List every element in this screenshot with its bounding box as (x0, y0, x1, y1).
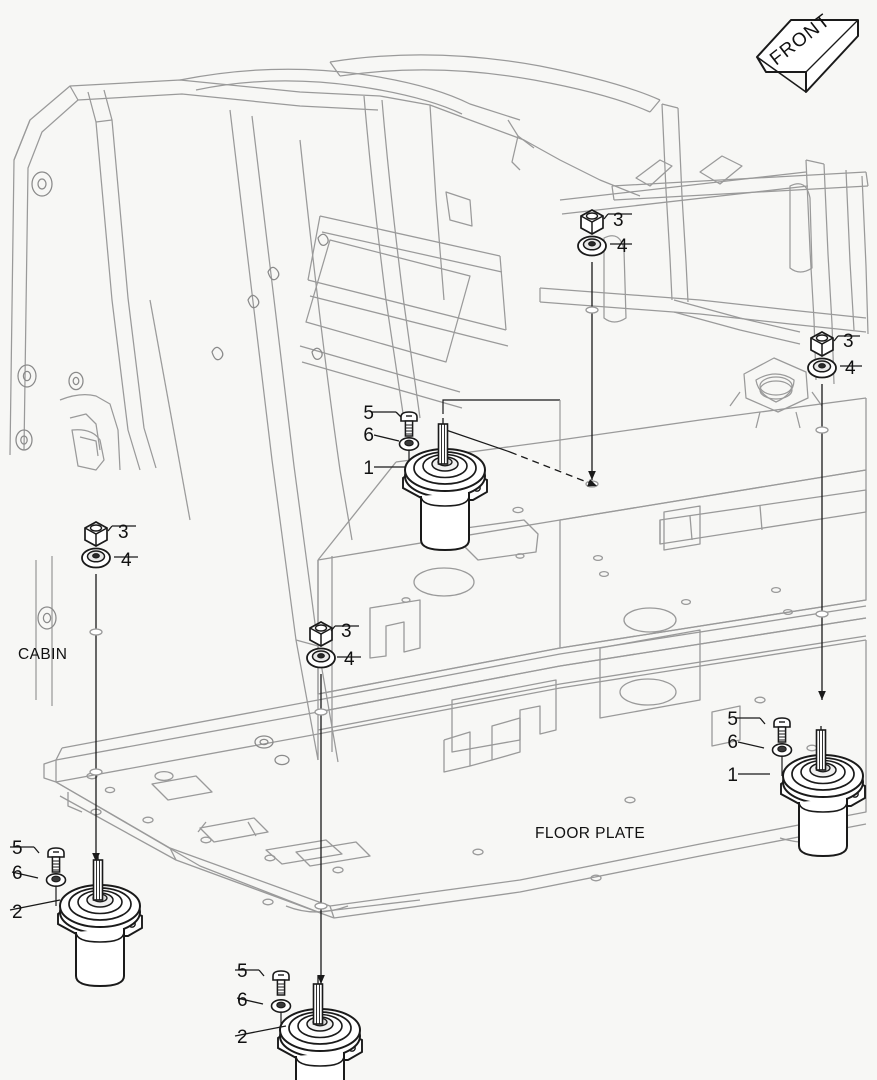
callout-number: 5 (237, 961, 248, 982)
cabin-label: CABIN (18, 646, 67, 663)
mount-assembly-rear-left (45, 847, 143, 987)
callout-number: 3 (843, 331, 854, 352)
callout-number: 4 (344, 649, 355, 670)
callout-number: 2 (12, 902, 23, 923)
callout-leaders (9, 213, 862, 1037)
callout-number: 1 (363, 458, 374, 479)
mount-assembly-front-right (771, 717, 866, 857)
callout-number: 5 (727, 709, 738, 730)
callout-number: 4 (121, 550, 132, 571)
callout-number: 3 (341, 621, 352, 642)
callout-number: 6 (363, 425, 374, 446)
callout-number: 5 (12, 838, 23, 859)
mount-assembly-front-left (398, 411, 488, 551)
cabin-structure (9, 54, 869, 763)
callout-number: 3 (118, 522, 129, 543)
callout-number: 5 (363, 403, 374, 424)
callout-number: 6 (237, 990, 248, 1011)
front-arrow: FRONT (755, 10, 859, 93)
callout-number: 1 (727, 765, 738, 786)
callout-number: 6 (12, 863, 23, 884)
callout-number: 2 (237, 1027, 248, 1048)
callout-number: 6 (727, 732, 738, 753)
callout-number: 3 (613, 210, 624, 231)
floor-plate-label: FLOOR PLATE (535, 825, 645, 842)
callout-number: 4 (617, 236, 628, 257)
callout-number: 4 (845, 358, 856, 379)
